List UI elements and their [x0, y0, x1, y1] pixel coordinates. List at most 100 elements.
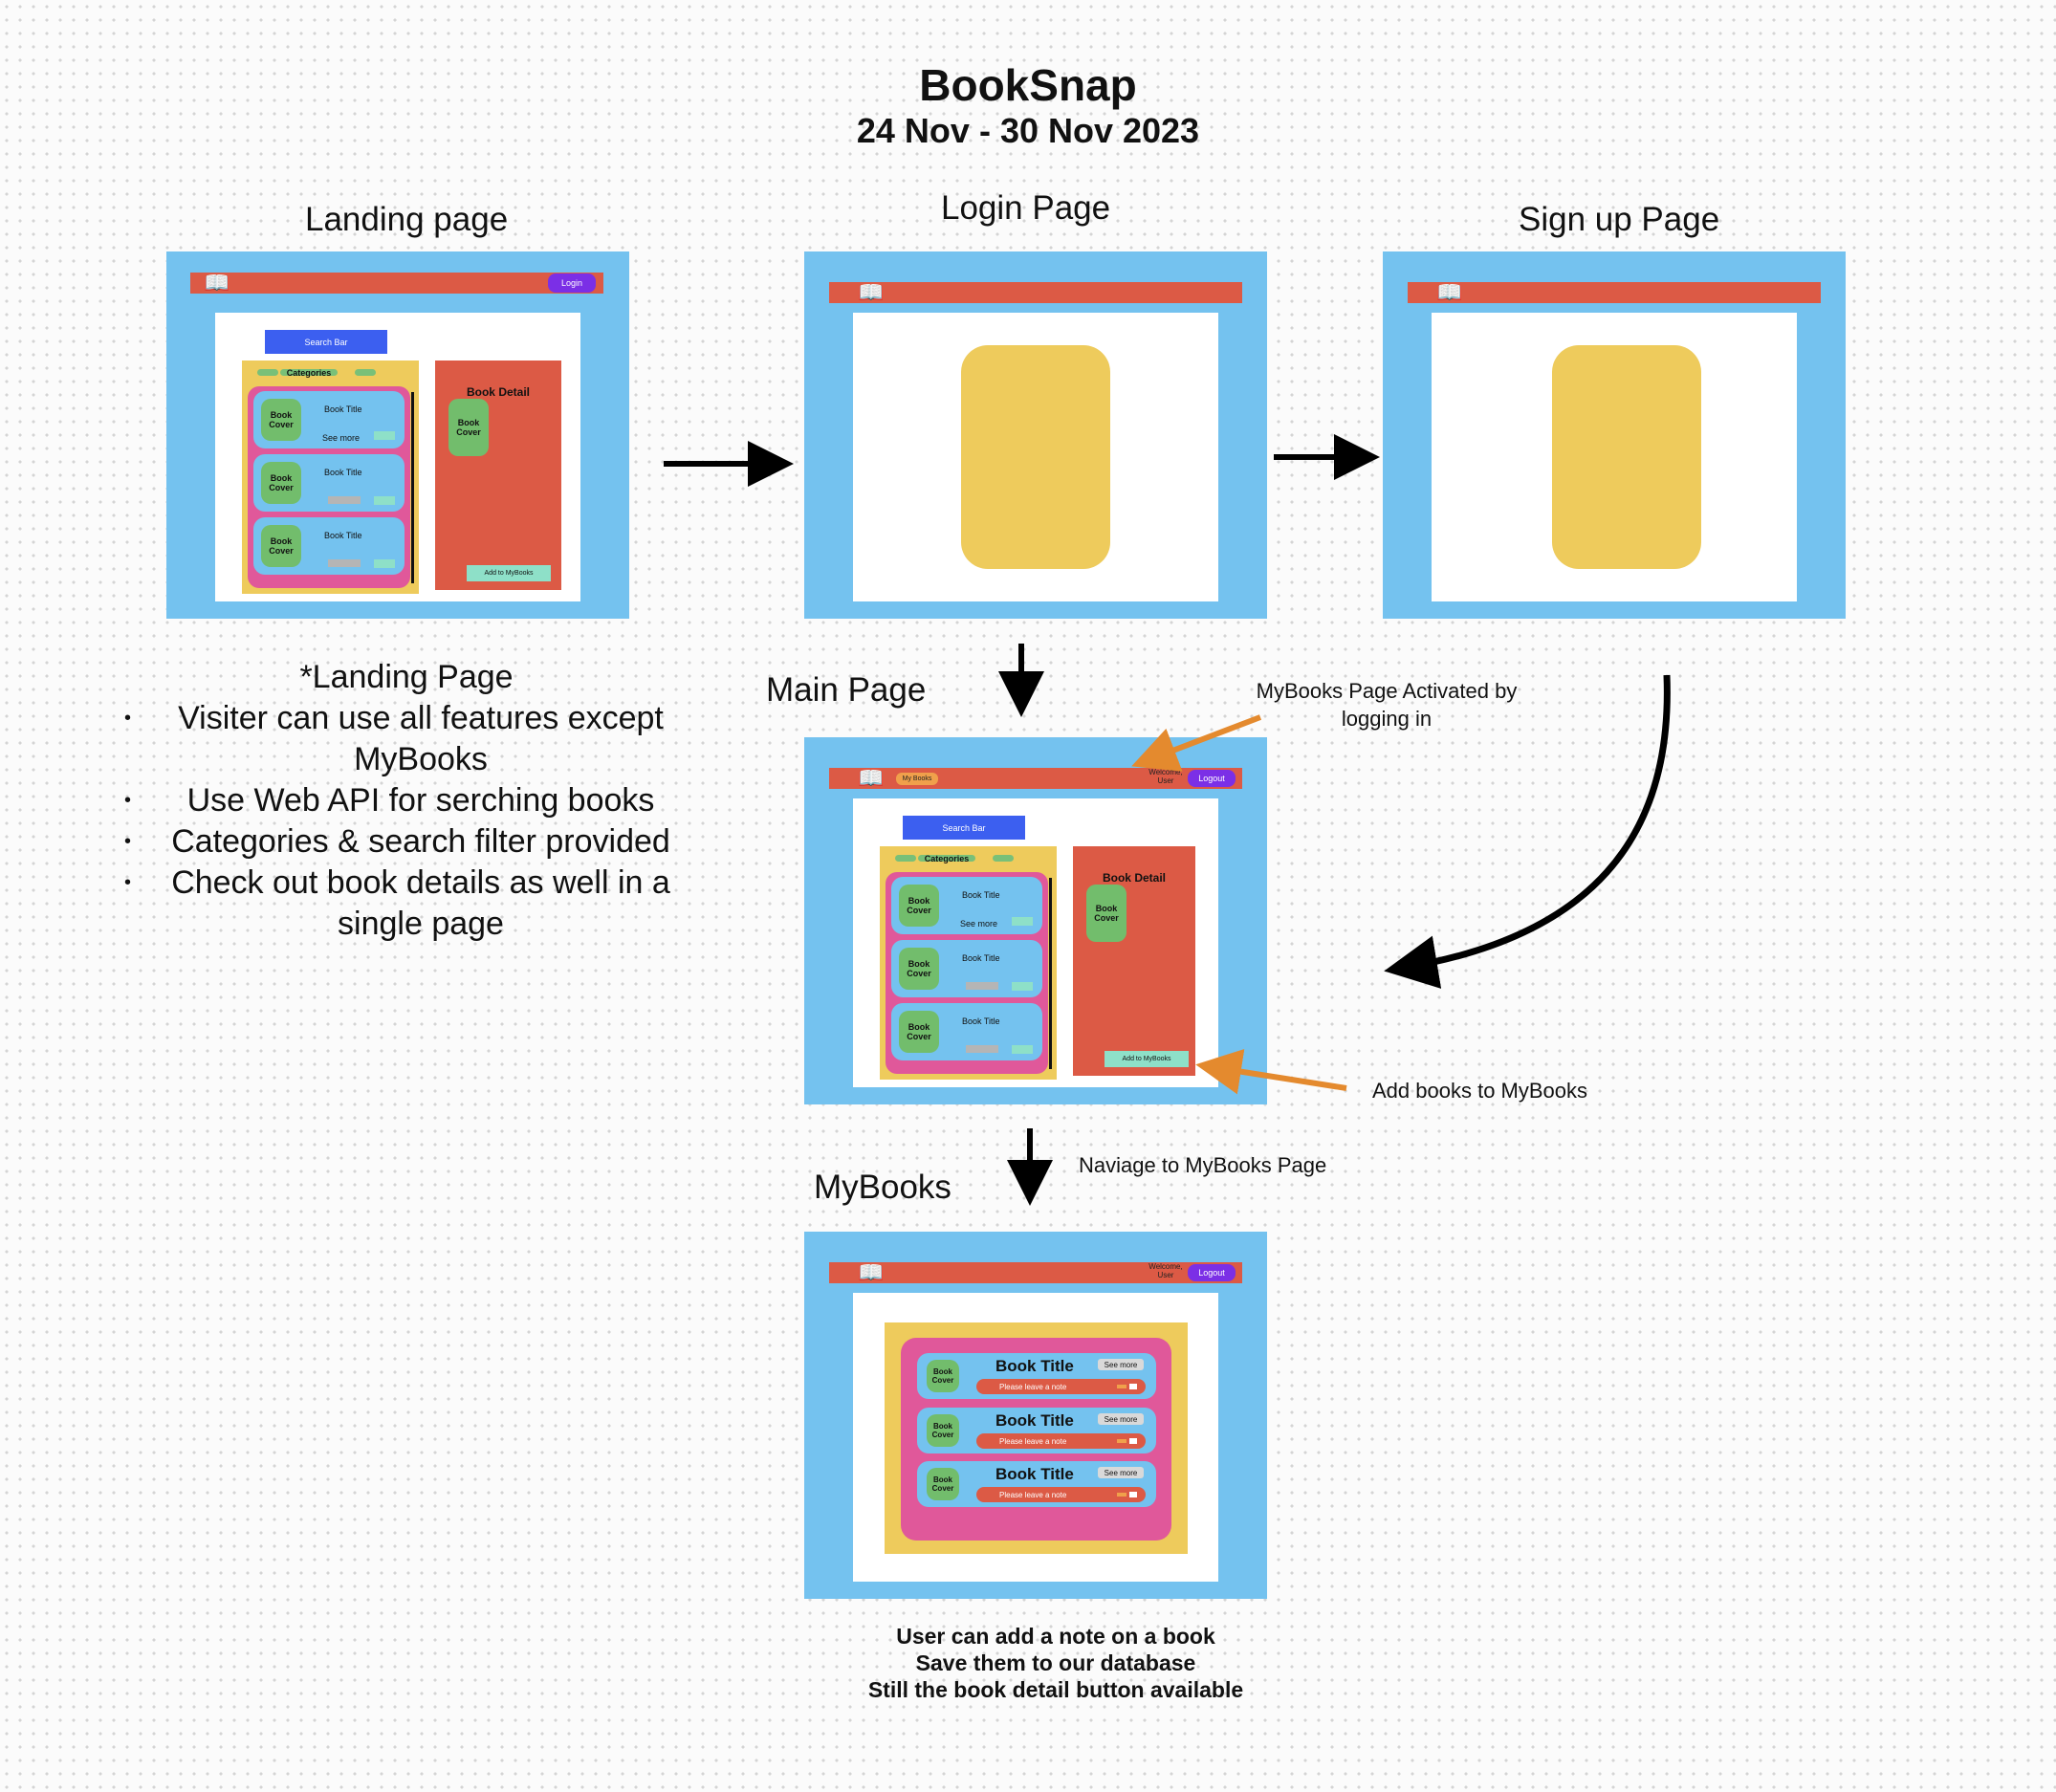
- landing-notes-heading: *Landing Page: [299, 659, 514, 695]
- signup-page-label: Sign up Page: [1519, 201, 1720, 238]
- mybook-card[interactable]: Book Cover Book Title See more Please le…: [917, 1353, 1156, 1399]
- category-pill[interactable]: [355, 369, 376, 376]
- edit-note-button[interactable]: [1117, 1493, 1126, 1497]
- bullet-icon: •: [124, 708, 132, 729]
- arrow-signup-to-main: [1384, 674, 1671, 989]
- book-card[interactable]: Book Cover Book Title See more: [891, 877, 1042, 934]
- arrow-activated-annotation: [1131, 714, 1262, 772]
- note-bullet: • Categories & search filter provided: [124, 821, 698, 863]
- category-pill[interactable]: [257, 369, 278, 376]
- action-button[interactable]: [1012, 982, 1033, 991]
- see-more-button[interactable]: [328, 559, 361, 567]
- logout-button[interactable]: Logout: [1188, 770, 1236, 787]
- action-button[interactable]: [374, 496, 395, 505]
- see-more-link[interactable]: See more: [322, 433, 361, 443]
- book-card[interactable]: Book Cover Book Title: [253, 454, 405, 512]
- note-input[interactable]: Please leave a note: [976, 1433, 1146, 1449]
- action-button[interactable]: [1012, 1045, 1033, 1054]
- arrow-add-books-annotation: [1195, 1048, 1347, 1095]
- see-more-button[interactable]: [966, 982, 998, 990]
- book-title: Book Title: [995, 1411, 1074, 1430]
- edit-note-button[interactable]: [1117, 1439, 1126, 1443]
- add-to-mybooks-button[interactable]: Add to MyBooks: [467, 565, 551, 581]
- login-button[interactable]: Login: [548, 273, 596, 293]
- action-button[interactable]: [1012, 917, 1033, 926]
- book-cover: Book Cover: [261, 462, 301, 504]
- book-detail-title: Book Detail: [1102, 871, 1166, 885]
- search-bar[interactable]: Search Bar: [265, 330, 387, 354]
- book-title: Book Title: [324, 531, 362, 540]
- category-pill[interactable]: [895, 855, 916, 862]
- note-bullet-text: Visiter can use all features except MyBo…: [178, 700, 664, 777]
- mybook-card[interactable]: Book Cover Book Title See more Please le…: [917, 1408, 1156, 1453]
- navbar: 📖: [829, 282, 1242, 303]
- categories-panel: Categories Book Cover Book Title See mor…: [242, 361, 419, 594]
- see-more-button[interactable]: [328, 496, 361, 504]
- category-pill[interactable]: [993, 855, 1014, 862]
- book-logo-icon: 📖: [858, 1260, 885, 1284]
- welcome-text: Welcome, User: [1148, 1262, 1183, 1279]
- book-detail-panel: Book Detail Book Cover Add to MyBooks: [435, 361, 561, 590]
- note-input[interactable]: Please leave a note: [976, 1487, 1146, 1502]
- navbar: 📖 Welcome, User Logout: [829, 1262, 1242, 1283]
- note-bullet: • Visiter can use all features except My…: [124, 698, 698, 780]
- page-canvas: Search Bar Categories Book Cover Book Ti…: [853, 798, 1218, 1087]
- book-title: Book Title: [995, 1465, 1074, 1483]
- note-bullet-text: Use Web API for serching books: [186, 782, 655, 819]
- note-bullet: • Use Web API for serching books: [124, 780, 698, 821]
- save-note-button[interactable]: [1129, 1438, 1137, 1444]
- bullet-icon: •: [124, 790, 132, 811]
- book-card[interactable]: Book Cover Book Title: [253, 517, 405, 575]
- see-more-button[interactable]: [966, 1045, 998, 1053]
- search-bar[interactable]: Search Bar: [903, 816, 1025, 840]
- mybooks-list: Book Cover Book Title See more Please le…: [901, 1338, 1171, 1541]
- landing-page-label: Landing page: [305, 201, 509, 238]
- scrollbar[interactable]: [1049, 878, 1052, 1069]
- login-form[interactable]: [961, 345, 1110, 569]
- book-title: Book Title: [962, 953, 1000, 963]
- category-pill[interactable]: [280, 369, 338, 376]
- see-more-button[interactable]: See more: [1098, 1359, 1144, 1370]
- book-cover: Book Cover: [899, 1011, 939, 1053]
- see-more-button[interactable]: See more: [1098, 1413, 1144, 1425]
- mybook-card[interactable]: Book Cover Book Title See more Please le…: [917, 1461, 1156, 1507]
- login-page-label: Login Page: [941, 189, 1111, 227]
- book-card[interactable]: Book Cover Book Title: [891, 940, 1042, 997]
- landing-notes-list: • Visiter can use all features except My…: [124, 698, 698, 945]
- book-card[interactable]: Book Cover Book Title See more: [253, 391, 405, 448]
- book-cover: Book Cover: [261, 525, 301, 567]
- book-cover: Book Cover: [448, 399, 489, 456]
- footer-line: User can add a note on a book: [896, 1624, 1215, 1649]
- edit-note-button[interactable]: [1117, 1385, 1126, 1388]
- bullet-icon: •: [124, 872, 132, 893]
- book-detail-title: Book Detail: [466, 385, 530, 399]
- add-to-mybooks-button[interactable]: Add to MyBooks: [1105, 1051, 1189, 1067]
- save-note-button[interactable]: [1129, 1384, 1137, 1389]
- book-cover: Book Cover: [927, 1468, 959, 1500]
- book-card[interactable]: Book Cover Book Title: [891, 1003, 1042, 1060]
- navbar: 📖 Login: [190, 273, 603, 294]
- logout-button[interactable]: Logout: [1188, 1264, 1236, 1281]
- page-canvas: Search Bar Categories Book Cover Book Ti…: [215, 313, 580, 601]
- scrollbar[interactable]: [411, 392, 414, 583]
- see-more-button[interactable]: See more: [1098, 1467, 1144, 1478]
- mybooks-page-label: MyBooks: [814, 1169, 951, 1206]
- book-title: Book Title: [962, 1016, 1000, 1026]
- action-button[interactable]: [374, 431, 395, 440]
- diagram-title: BookSnap: [919, 60, 1137, 110]
- mybooks-page-mockup: 📖 Welcome, User Logout Book Cover Book T…: [804, 1232, 1267, 1599]
- book-cover: Book Cover: [899, 885, 939, 927]
- mybooks-button[interactable]: My Books: [896, 773, 938, 785]
- book-logo-icon: 📖: [858, 280, 885, 304]
- save-note-button[interactable]: [1129, 1492, 1137, 1497]
- action-button[interactable]: [374, 559, 395, 568]
- page-canvas: [1432, 313, 1797, 601]
- navbar: 📖 My Books Welcome, User Logout: [829, 768, 1242, 789]
- page-canvas: Book Cover Book Title See more Please le…: [853, 1293, 1218, 1582]
- see-more-link[interactable]: See more: [960, 919, 998, 929]
- book-logo-icon: 📖: [1436, 280, 1463, 304]
- note-input[interactable]: Please leave a note: [976, 1379, 1146, 1394]
- signup-form[interactable]: [1552, 345, 1701, 569]
- category-pill[interactable]: [918, 855, 975, 862]
